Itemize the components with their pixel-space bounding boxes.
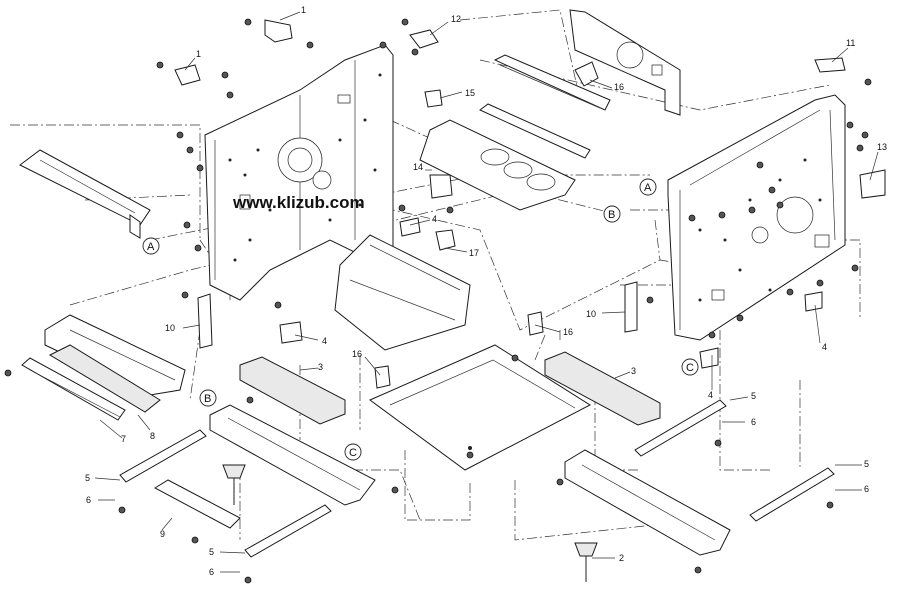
base-plate bbox=[369, 344, 592, 471]
right-side-frame bbox=[667, 94, 846, 341]
upper-left-rail bbox=[19, 149, 151, 239]
ref-a-left: A bbox=[147, 241, 155, 253]
callout-11: 11 bbox=[846, 38, 855, 48]
callout-12: 12 bbox=[451, 14, 461, 24]
callout-13: 13 bbox=[877, 142, 887, 152]
callout-15: 15 bbox=[465, 88, 475, 98]
center-tray-plate bbox=[419, 119, 576, 211]
ref-c-right: C bbox=[686, 362, 694, 374]
callout-3b: 3 bbox=[631, 366, 636, 376]
foam-block-right bbox=[544, 351, 661, 426]
leader-lines bbox=[94, 11, 879, 573]
callout-4b: 4 bbox=[322, 336, 327, 346]
callout-1a: 1 bbox=[301, 5, 306, 15]
upper-center-rail-1 bbox=[493, 54, 611, 111]
lower-right-base-frame bbox=[564, 449, 731, 556]
callout-5a: 5 bbox=[85, 473, 90, 483]
callout-4a: 4 bbox=[432, 214, 437, 224]
callout-16c: 16 bbox=[563, 327, 573, 337]
callout-1b: 1 bbox=[196, 49, 201, 59]
reference-letter-markers: A A B B C C bbox=[142, 178, 699, 461]
ref-b-right: B bbox=[608, 209, 615, 221]
upper-center-rail-2 bbox=[479, 103, 591, 159]
callout-14: 14 bbox=[413, 162, 423, 172]
rear-panel bbox=[569, 9, 681, 116]
callout-6d: 6 bbox=[864, 484, 869, 494]
callout-4d: 4 bbox=[708, 390, 713, 400]
callout-9: 9 bbox=[160, 529, 165, 539]
screws bbox=[4, 18, 872, 584]
callout-3a: 3 bbox=[318, 362, 323, 372]
callout-16a: 16 bbox=[614, 82, 624, 92]
callout-7: 7 bbox=[121, 434, 126, 444]
callout-5c: 5 bbox=[751, 391, 756, 401]
lower-left-plate bbox=[44, 314, 186, 396]
lower-rails bbox=[119, 399, 835, 558]
callout-17: 17 bbox=[469, 248, 479, 258]
foam-block-left bbox=[239, 356, 346, 425]
lower-left-base-frame bbox=[209, 404, 376, 506]
callout-10a: 10 bbox=[165, 323, 175, 333]
callout-16b: 16 bbox=[352, 349, 362, 359]
callout-5b: 5 bbox=[209, 547, 214, 557]
lower-left-bars bbox=[21, 344, 161, 421]
callout-4c: 4 bbox=[822, 342, 827, 352]
ref-b-left: B bbox=[204, 393, 211, 405]
callout-5d: 5 bbox=[864, 459, 869, 469]
callout-6b: 6 bbox=[209, 567, 214, 577]
callout-6a: 6 bbox=[86, 495, 91, 505]
small-brackets bbox=[174, 19, 886, 389]
ref-c-left: C bbox=[349, 447, 357, 459]
ref-a-right: A bbox=[644, 182, 652, 194]
center-bottom-pan bbox=[334, 234, 471, 351]
callout-numbers: 1 1 12 15 16 11 13 14 4 4 17 10 10 4 4 3… bbox=[85, 5, 887, 577]
left-side-frame bbox=[204, 44, 394, 301]
callout-10b: 10 bbox=[586, 309, 596, 319]
callout-8: 8 bbox=[150, 431, 155, 441]
callout-6c: 6 bbox=[751, 417, 756, 427]
watermark-text: www.klizub.com bbox=[232, 193, 365, 212]
callout-2: 2 bbox=[619, 553, 624, 563]
feet bbox=[222, 464, 598, 582]
